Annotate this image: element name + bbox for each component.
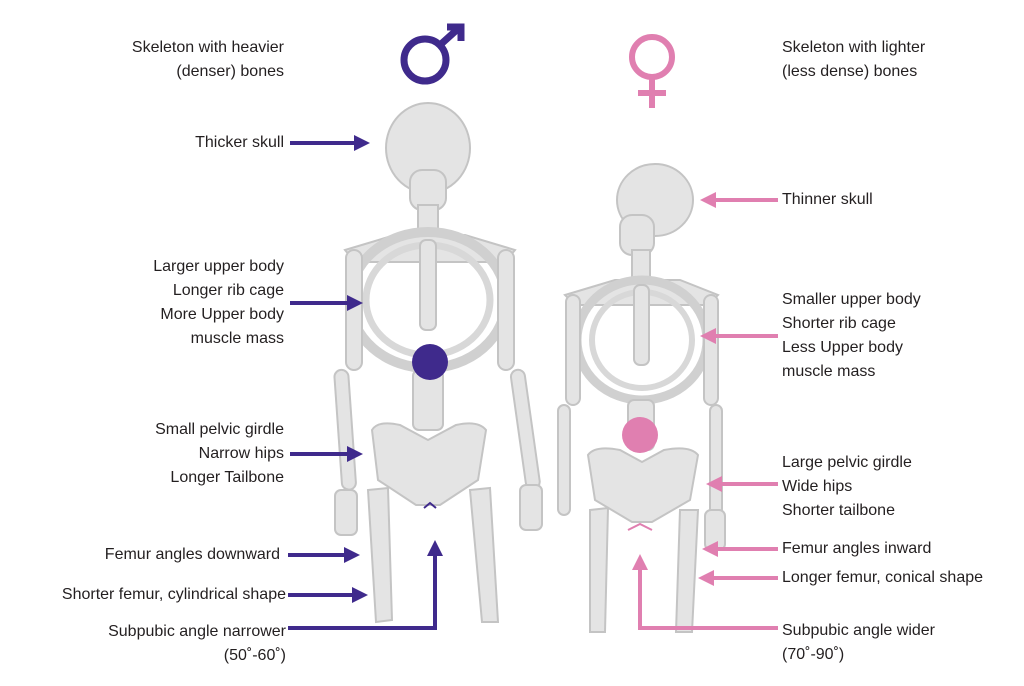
label-line: muscle mass (782, 363, 876, 380)
female-femur-shape-label: Longer femur, conical shape (782, 569, 984, 586)
female-subpubic-label: Subpubic angle wider (70˚-90˚) (782, 619, 935, 667)
label-line: More Upper body (160, 306, 284, 323)
label-line: Longer rib cage (172, 282, 284, 299)
female-title-label: Skeleton with lighter (less dense) bones (782, 36, 925, 84)
label-line: Longer Tailbone (170, 469, 284, 486)
female-title-line: Skeleton with lighter (782, 39, 926, 56)
female-skull-label: Thinner skull (782, 191, 873, 208)
male-femur-shape-label: Shorter femur, cylindrical shape (61, 586, 286, 603)
label-line: Larger upper body (153, 258, 284, 275)
female-skeleton (557, 163, 726, 633)
male-title-label: Skeleton with heavier (denser) bones (132, 36, 284, 84)
label-line: Narrow hips (198, 445, 284, 462)
label-line: Small pelvic girdle (155, 421, 284, 438)
label-line: (50˚-60˚) (223, 647, 286, 664)
label-line: Smaller upper body (782, 291, 921, 308)
female-title-line: (less dense) bones (782, 63, 918, 80)
label-line: Wide hips (782, 478, 853, 495)
male-symbol-icon (400, 23, 465, 85)
male-femur-angle-label: Femur angles downward (104, 546, 280, 563)
male-center-marker (412, 344, 448, 380)
male-skeleton (333, 102, 543, 624)
female-arrows (632, 192, 778, 630)
male-title-line: Skeleton with heavier (131, 39, 284, 56)
label-line: Less Upper body (782, 339, 903, 356)
female-symbol-icon (629, 34, 675, 108)
label-line: Large pelvic girdle (782, 454, 912, 471)
label-line: Shorter rib cage (782, 315, 896, 332)
male-skull-label: Thicker skull (195, 134, 284, 151)
label-line: muscle mass (190, 330, 284, 347)
label-line: (70˚-90˚) (782, 646, 845, 663)
label-line: Subpubic angle wider (782, 622, 935, 639)
male-arrows (288, 135, 443, 630)
label-line: Shorter tailbone (782, 502, 895, 519)
male-title-line: (denser) bones (176, 63, 284, 80)
female-center-marker (622, 417, 658, 453)
female-femur-angle-label: Femur angles inward (782, 540, 932, 557)
label-line: Subpubic angle narrower (108, 623, 286, 640)
male-subpubic-label: Subpubic angle narrower (50˚-60˚) (108, 620, 286, 668)
